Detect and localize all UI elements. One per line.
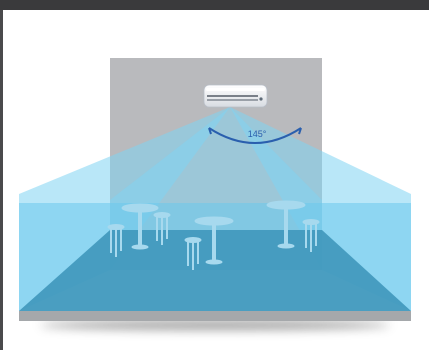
air-conditioner-unit	[204, 85, 267, 107]
floor-shadow	[40, 320, 390, 330]
ac-indicator-icon	[259, 97, 262, 100]
angle-label: 145°	[248, 129, 267, 139]
floor-base	[19, 311, 411, 321]
